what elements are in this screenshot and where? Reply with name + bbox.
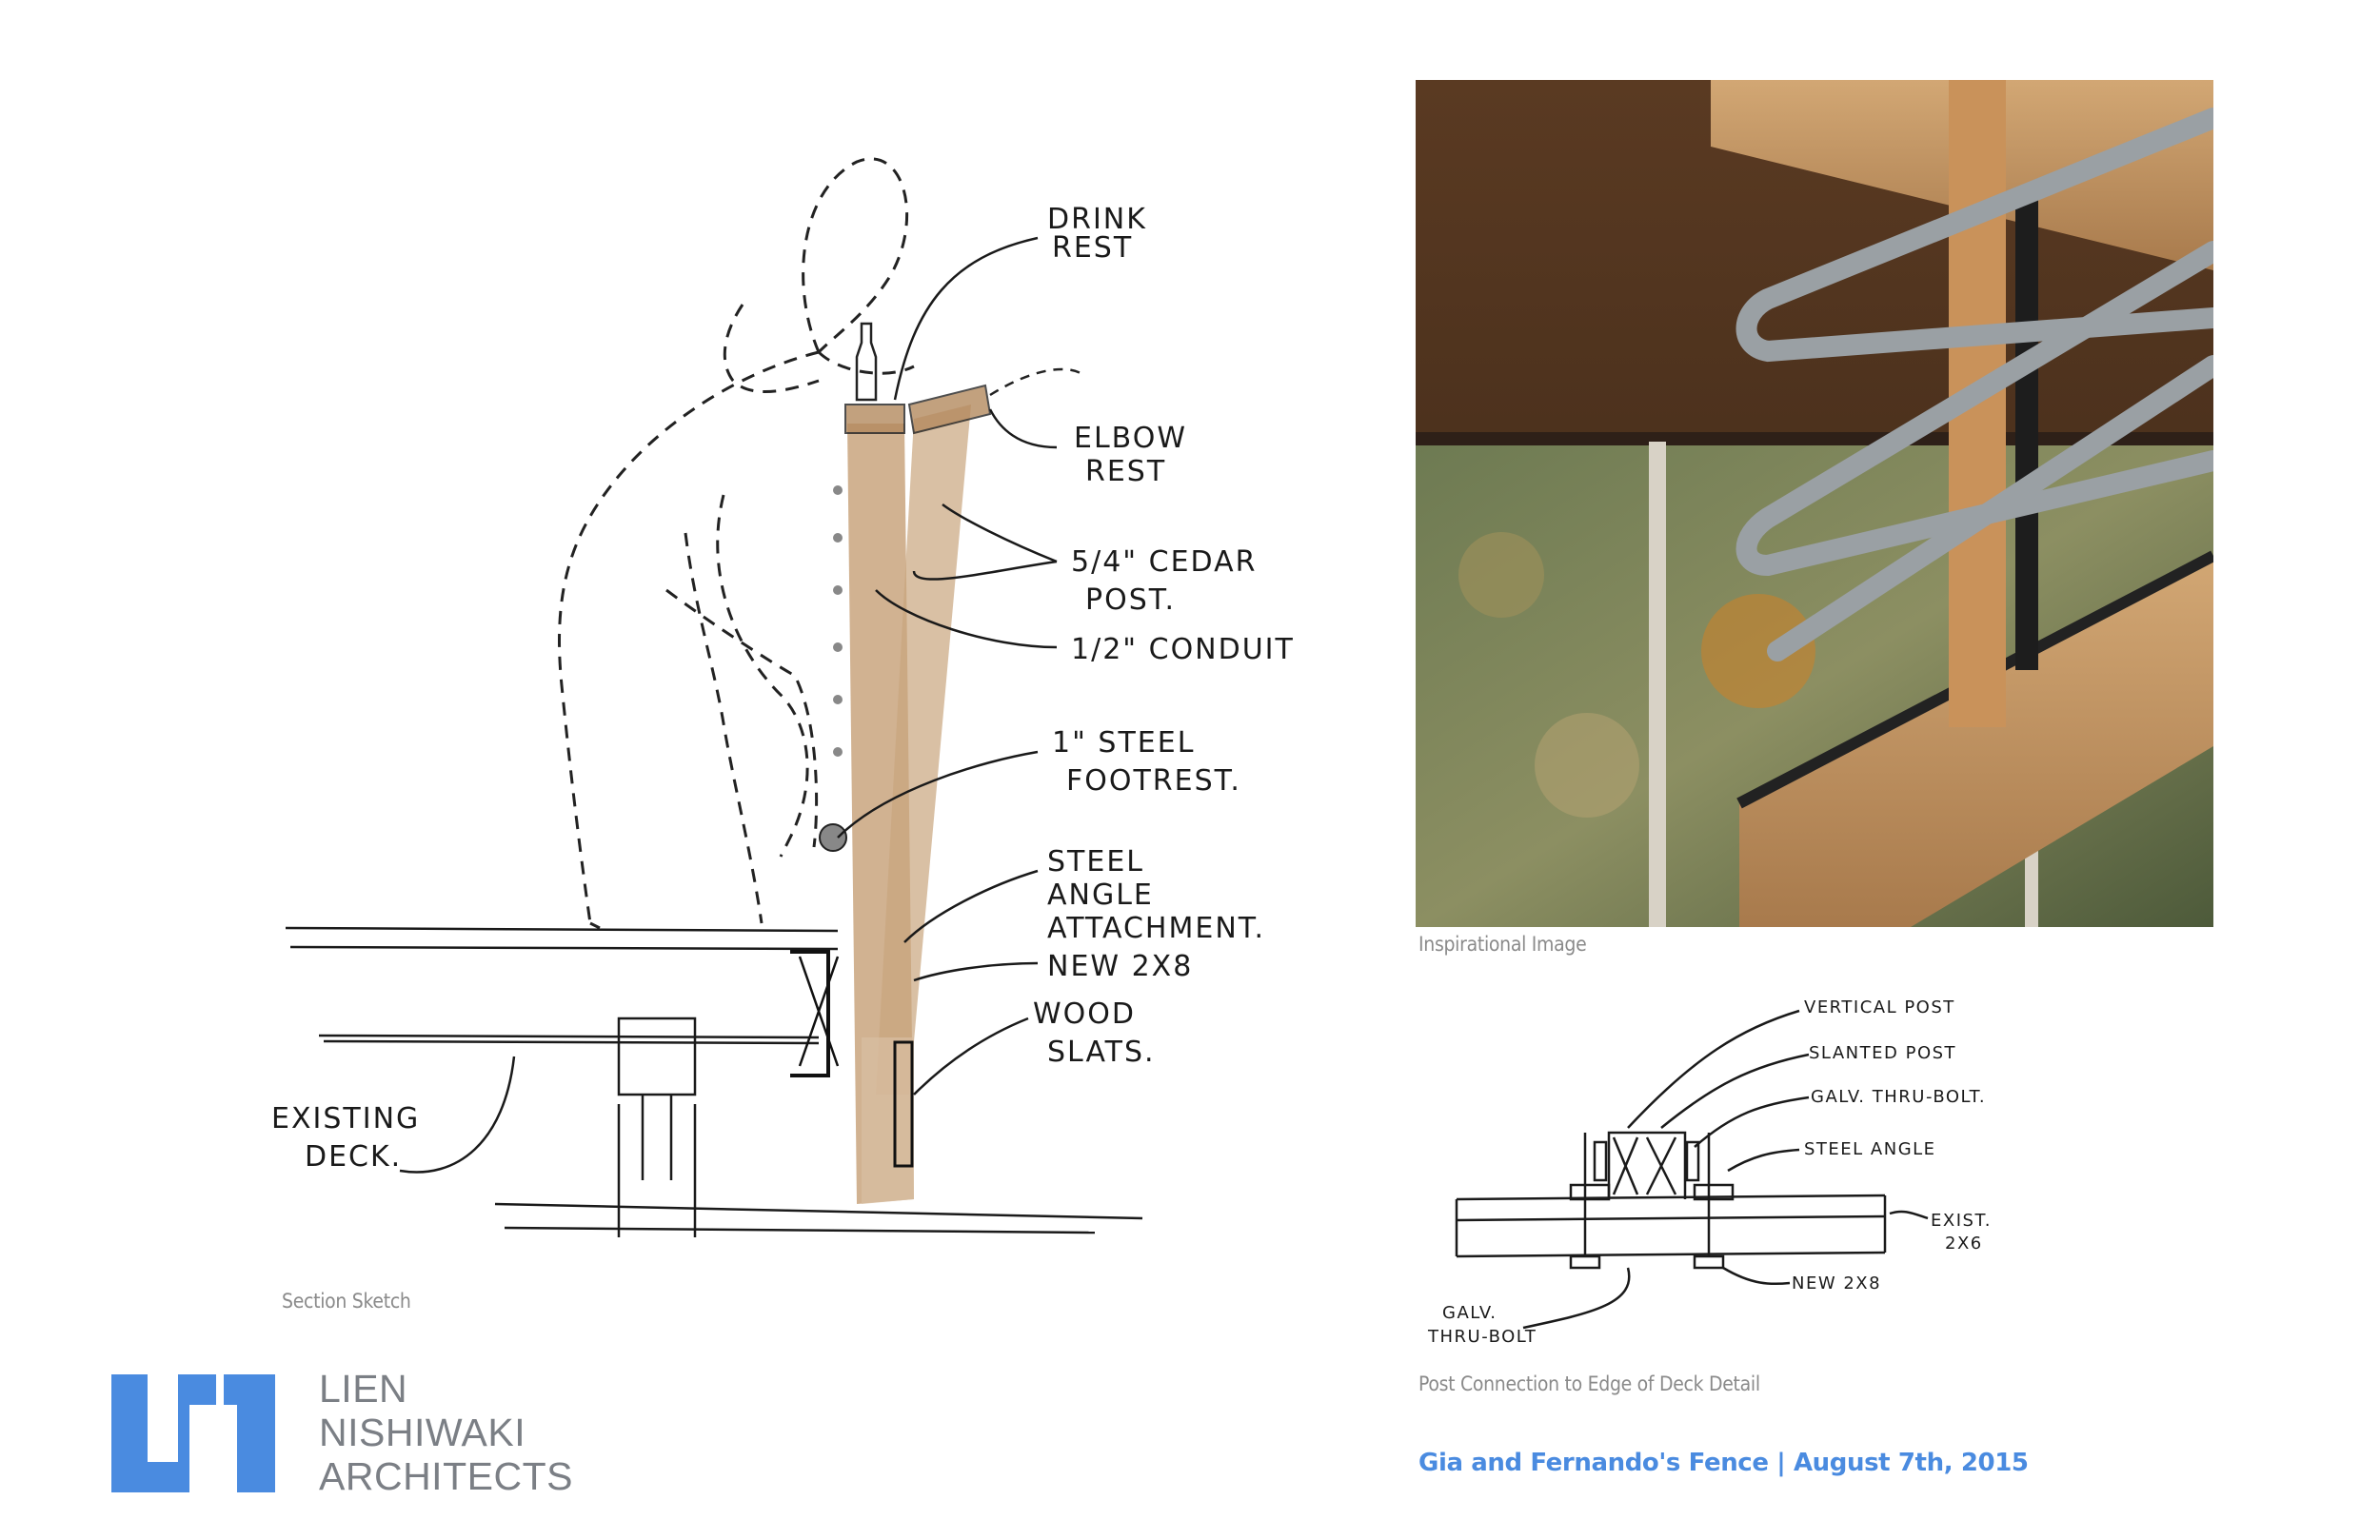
label-cedar-post-2: POST. (1085, 583, 1176, 617)
label-drink-rest-1: DRINK (1047, 203, 1147, 236)
label-new-2x8: NEW 2X8 (1047, 950, 1193, 983)
logo-line-1: LIEN (319, 1367, 408, 1411)
section-sketch-labels: DRINK REST ELBOW REST 5/4" CEDAR POST. 1… (271, 203, 1295, 1174)
label-vertical-post: VERTICAL POST (1804, 997, 1955, 1017)
label-slanted-post: SLANTED POST (1809, 1043, 1956, 1063)
lien-nishiwaki-logo-icon (111, 1374, 275, 1492)
label-footrest-1: 1" STEEL (1052, 726, 1195, 760)
leader-lines (399, 236, 1058, 1174)
label-galv-2: THRU-BOLT (1427, 1327, 1537, 1347)
inspirational-image-caption: Inspirational Image (1418, 933, 1587, 956)
project-title: Gia and Fernando's Fence | August 7th, 2… (1418, 1449, 2029, 1477)
label-angle-3: ATTACHMENT. (1047, 912, 1265, 945)
inspirational-image (1416, 80, 2213, 927)
label-wood-slats-1: WOOD (1033, 997, 1136, 1031)
label-deck-1: EXISTING (271, 1102, 420, 1135)
label-elbow-rest-1: ELBOW (1074, 422, 1187, 455)
deck-boards (285, 926, 1143, 1237)
detail-caption: Post Connection to Edge of Deck Detail (1418, 1372, 1760, 1395)
label-exist-1: EXIST. (1931, 1211, 1992, 1231)
label-elbow-rest-2: REST (1085, 455, 1166, 488)
label-steel-angle: STEEL ANGLE (1804, 1139, 1936, 1159)
label-exist-2: 2X6 (1945, 1234, 1983, 1254)
label-cedar-post-1: 5/4" CEDAR (1071, 545, 1257, 579)
label-galv-bolt: GALV. THRU-BOLT. (1811, 1087, 1986, 1107)
label-angle-2: ANGLE (1047, 879, 1154, 912)
logo-line-3: ARCHITECTS (319, 1454, 573, 1498)
logo-line-2: NISHIWAKI (319, 1411, 526, 1454)
label-drink-rest-2: REST (1052, 231, 1133, 265)
label-deck-2: DECK. (305, 1140, 402, 1174)
label-detail-new-2x8: NEW 2X8 (1792, 1273, 1881, 1293)
label-wood-slats-2: SLATS. (1047, 1036, 1156, 1069)
detail-sketch: VERTICAL POST SLANTED POST GALV. THRU-BO… (1427, 997, 1992, 1347)
label-galv-1: GALV. (1442, 1303, 1497, 1323)
logo-wordmark: LIEN NISHIWAKI ARCHITECTS (319, 1367, 573, 1498)
label-conduit: 1/2" CONDUIT (1071, 633, 1295, 666)
cedar-posts (790, 322, 1086, 1204)
person-silhouette (558, 157, 915, 930)
section-sketch-caption: Section Sketch (282, 1290, 411, 1313)
label-angle-1: STEEL (1047, 845, 1144, 879)
section-sketch: DRINK REST ELBOW REST 5/4" CEDAR POST. 1… (271, 157, 1295, 1237)
label-footrest-2: FOOTREST. (1066, 764, 1241, 798)
